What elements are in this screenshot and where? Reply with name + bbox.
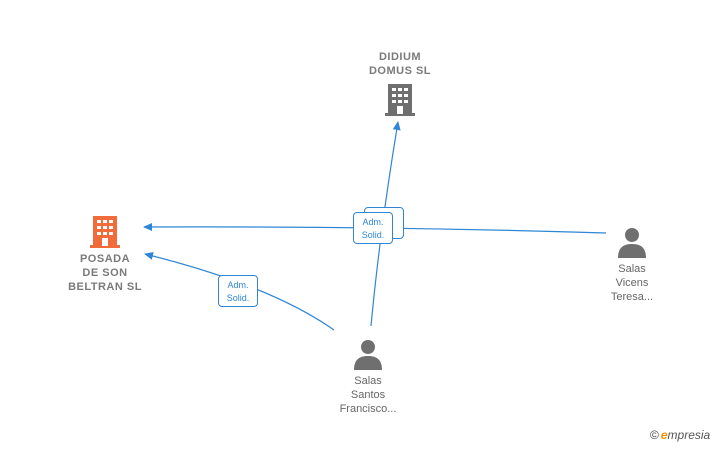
label-line: Santos — [350, 389, 386, 401]
label-line: POSADA — [79, 253, 131, 265]
person-label-santos: Salas Santos Francisco... — [323, 374, 413, 416]
brand-first-letter: e — [660, 428, 668, 442]
person-node-vicens[interactable]: Salas Vicens Teresa... — [592, 226, 672, 304]
label-line: Vicens — [615, 277, 649, 289]
person-icon — [354, 340, 382, 370]
company-node-didium[interactable]: DIDIUM DOMUS SL — [355, 50, 445, 116]
label-line: BELTRAN SL — [68, 281, 142, 293]
label-line: Salas — [618, 263, 646, 275]
person-icon — [618, 228, 646, 258]
building-icon — [385, 84, 415, 116]
label-line: Teresa... — [610, 291, 654, 303]
badge-line: Adm. — [227, 280, 249, 290]
badge-line: Adm. — [362, 217, 384, 227]
label-line: DIDIUM — [378, 51, 422, 63]
person-node-santos[interactable]: Salas Santos Francisco... — [323, 338, 413, 416]
badge-line: Solid. — [226, 293, 250, 303]
label-line: DOMUS SL — [368, 65, 432, 77]
person-label-vicens: Salas Vicens Teresa... — [592, 262, 672, 304]
company-label-didium: DIDIUM DOMUS SL — [355, 50, 445, 78]
role-badge-left[interactable]: Adm. Solid. — [218, 275, 258, 307]
role-badge-center[interactable]: Adm. Solid. — [353, 212, 393, 244]
label-line: Francisco... — [339, 403, 397, 415]
label-line: Salas — [354, 375, 382, 387]
building-icon — [90, 216, 120, 248]
brand-rest: mpresia — [667, 428, 711, 442]
copyright-symbol: © — [650, 428, 659, 442]
label-line: DE SON — [82, 267, 128, 279]
company-label-posada: POSADA DE SON BELTRAN SL — [55, 252, 155, 294]
empresia-watermark: ©empresia — [650, 428, 710, 442]
company-node-posada[interactable]: POSADA DE SON BELTRAN SL — [55, 214, 155, 294]
badge-line: Solid. — [361, 230, 385, 240]
